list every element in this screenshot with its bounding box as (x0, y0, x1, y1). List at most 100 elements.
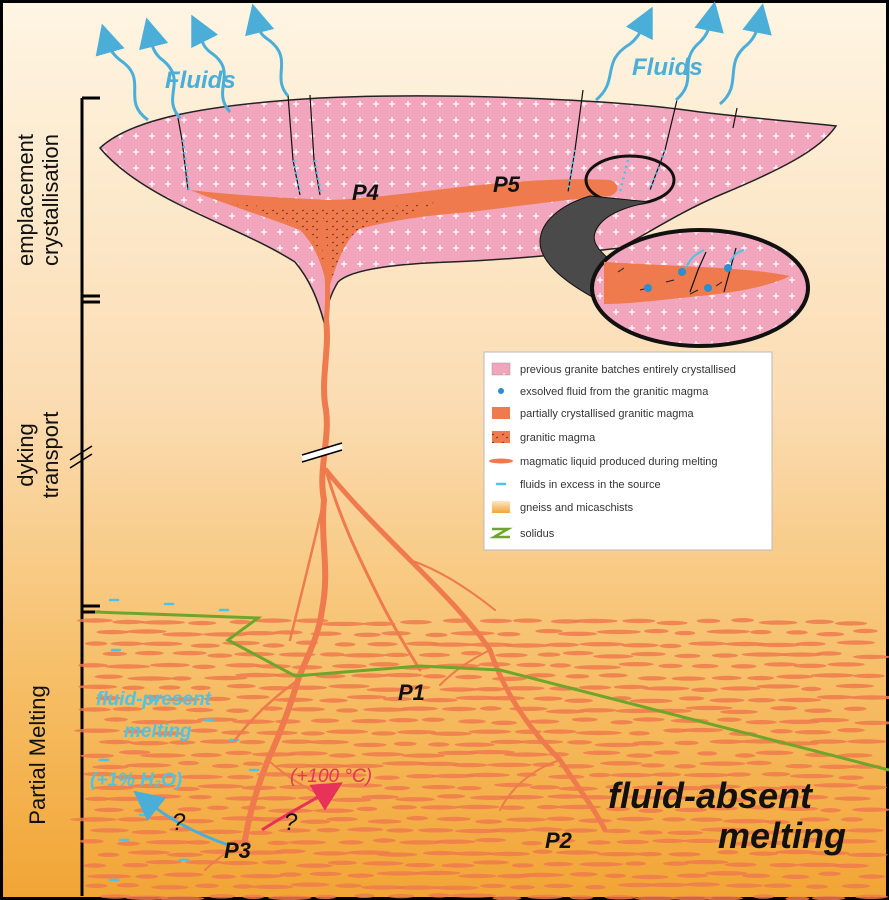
melt-lens (821, 829, 847, 834)
melt-lens (764, 794, 795, 799)
melt-lens (490, 720, 518, 725)
melt-lens (150, 773, 177, 779)
melt-lens (563, 828, 598, 833)
melt-lens (428, 642, 474, 647)
melt-lens (746, 760, 772, 766)
melt-lens (537, 652, 561, 657)
melt-lens (509, 885, 536, 890)
melt-lens (812, 783, 859, 788)
p2-label: P2 (545, 828, 573, 853)
melt-lens (804, 708, 832, 713)
melt-lens (332, 663, 367, 669)
melt-lens (516, 662, 546, 668)
melt-lens (267, 808, 314, 813)
melt-lens (117, 817, 149, 822)
melt-lens (604, 895, 636, 900)
melt-lens (526, 673, 556, 678)
melt-lens (401, 753, 446, 758)
melt-lens (858, 874, 886, 879)
melt-lens (277, 828, 311, 833)
melt-lens (433, 885, 479, 890)
water-addition-arrow (133, 790, 229, 847)
melt-lens (163, 872, 204, 877)
melt-lens (402, 685, 431, 690)
melt-lens (291, 665, 323, 670)
dyke-network (204, 317, 608, 871)
legend-item: fluids in excess in the source (495, 479, 661, 491)
melt-lenses (70, 618, 889, 900)
melt-lens (458, 873, 497, 879)
melt-lens (674, 630, 696, 636)
melt-lens (279, 872, 302, 877)
melt-lens (545, 642, 580, 647)
melt-lens (80, 753, 115, 758)
melt-lens (671, 676, 706, 681)
melt-lens (203, 696, 231, 702)
melt-lens (253, 618, 292, 623)
melt-lens (92, 764, 129, 770)
melt-lens (275, 763, 317, 768)
melt-lens (545, 709, 586, 714)
melt-lens (852, 807, 889, 812)
melt-lens (225, 708, 249, 713)
melt-lens (236, 694, 270, 700)
melt-lens (479, 706, 502, 711)
melt-lens (99, 894, 131, 899)
melt-lens (778, 806, 819, 811)
melt-lens (808, 851, 850, 856)
melt-lens (372, 838, 396, 843)
melt-lens (734, 753, 756, 758)
melt-lens (145, 840, 193, 845)
heat-addition-arrow (261, 782, 343, 832)
melt-lens (386, 828, 414, 833)
melt-lens (173, 786, 200, 792)
melt-lens (805, 884, 828, 889)
melt-lens (573, 665, 622, 670)
melt-lens (579, 862, 624, 867)
melt-lens (140, 620, 186, 625)
melt-lens (458, 719, 486, 724)
melt-lens (455, 804, 500, 810)
melt-lens (585, 885, 606, 890)
temperature-increase-label: (+100 °C) (290, 766, 372, 787)
melt-lens (377, 852, 418, 857)
melt-lens (489, 828, 531, 833)
melt-lens (319, 698, 348, 703)
melt-lens (699, 761, 746, 766)
p4-label: P4 (352, 180, 379, 205)
melt-lens (423, 850, 459, 856)
melt-lens (495, 653, 528, 658)
melt-lens (651, 772, 681, 777)
melt-lens (78, 684, 118, 689)
melt-lens (662, 861, 690, 866)
melt-lens (400, 706, 438, 711)
melt-lens (436, 816, 471, 822)
legend-item-label: partially crystallised granitic magma (520, 408, 694, 420)
melt-lens (421, 717, 445, 722)
melt-lens (246, 830, 273, 836)
melt-lens (143, 794, 182, 799)
melt-lens (141, 641, 183, 646)
melt-lens (125, 895, 169, 900)
melt-lens (474, 687, 506, 692)
melt-lens (381, 631, 412, 636)
melt-lens (334, 642, 356, 647)
melt-lens (335, 883, 362, 888)
melt-lens (750, 629, 772, 635)
melt-lens (688, 641, 727, 646)
melt-lens (500, 795, 544, 800)
melt-lens (511, 863, 534, 868)
melt-lens (488, 851, 531, 857)
melt-lens (351, 718, 387, 724)
melt-lens (756, 684, 800, 689)
melt-lens (451, 762, 488, 768)
melt-lens (118, 750, 151, 755)
melt-lens (668, 786, 709, 791)
emplacement-label: emplacement (13, 134, 38, 266)
melt-lens (835, 683, 874, 689)
melt-lens (765, 819, 790, 825)
melt-lens (422, 674, 447, 679)
melt-lens (763, 883, 792, 888)
melt-lens (571, 717, 598, 722)
melt-lens (83, 771, 117, 777)
